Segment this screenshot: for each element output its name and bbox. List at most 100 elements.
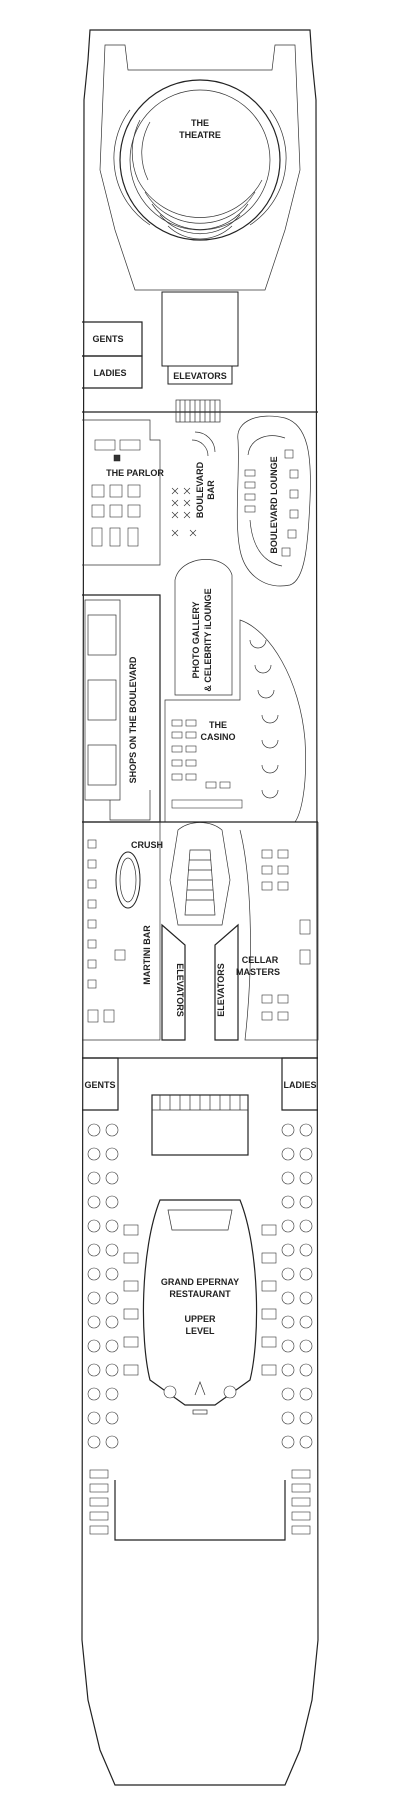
boulevard-bar-label-2: BAR xyxy=(206,480,216,500)
dining-table xyxy=(105,1291,119,1305)
dining-table xyxy=(89,1511,109,1521)
upper-level-label-2: LEVEL xyxy=(185,1326,215,1336)
gents-top-label: GENTS xyxy=(92,334,123,344)
dining-table xyxy=(87,1195,101,1209)
ship-hull xyxy=(81,29,319,1786)
the-parlor[interactable]: THE PARLOR xyxy=(82,419,164,566)
dining-table xyxy=(123,1224,139,1236)
ladies-bottom-label: LADIES xyxy=(283,1080,316,1090)
cellar-masters[interactable]: CELLAR MASTERS xyxy=(236,822,319,1041)
dining-table xyxy=(105,1339,119,1353)
dining-table xyxy=(291,1525,311,1535)
dining-table xyxy=(281,1219,295,1233)
dining-table xyxy=(299,1219,313,1233)
dining-table xyxy=(87,1243,101,1257)
dining-table xyxy=(89,1483,109,1493)
boulevard-bar[interactable]: BOULEVARD BAR xyxy=(171,461,216,537)
dining-table xyxy=(123,1308,139,1320)
dining-table xyxy=(299,1339,313,1353)
dining-table xyxy=(291,1497,311,1507)
dining-table xyxy=(299,1387,313,1401)
dining-table xyxy=(89,1525,109,1535)
cellar-masters-label-2: MASTERS xyxy=(236,967,280,977)
photo-gallery-ilounge[interactable]: PHOTO GALLERY & CELEBRITY iLOUNGE xyxy=(174,559,233,696)
the-casino[interactable]: THE CASINO xyxy=(164,619,306,823)
dining-table xyxy=(291,1469,311,1479)
dining-table xyxy=(281,1339,295,1353)
dining-table xyxy=(299,1147,313,1161)
dining-table xyxy=(261,1224,277,1236)
grand-epernay-restaurant[interactable]: GRAND EPERNAY RESTAURANT UPPER LEVEL xyxy=(142,1199,258,1415)
dining-table xyxy=(291,1483,311,1493)
dining-table xyxy=(299,1411,313,1425)
theatre-label-2: THEATRE xyxy=(179,130,221,140)
dining-table xyxy=(105,1267,119,1281)
shops-on-the-boulevard[interactable]: SHOPS ON THE BOULEVARD xyxy=(82,594,161,823)
dining-table xyxy=(261,1336,277,1348)
dining-table xyxy=(87,1315,101,1329)
ladies-top-label: LADIES xyxy=(93,368,126,378)
theatre-seating xyxy=(131,119,263,240)
dining-table xyxy=(299,1363,313,1377)
boulevard-lounge[interactable]: BOULEVARD LOUNGE xyxy=(236,415,311,587)
dining-table xyxy=(281,1363,295,1377)
dining-table xyxy=(89,1469,109,1479)
shops-label: SHOPS ON THE BOULEVARD xyxy=(128,656,138,783)
restaurant-landing xyxy=(151,1094,249,1156)
dining-table xyxy=(105,1363,119,1377)
dining-table xyxy=(87,1387,101,1401)
dining-tables xyxy=(87,1123,313,1535)
cellar-masters-label-1: CELLAR xyxy=(242,955,279,965)
dining-table xyxy=(299,1267,313,1281)
crush[interactable]: CRUSH xyxy=(115,840,163,909)
dining-table xyxy=(105,1195,119,1209)
crush-label: CRUSH xyxy=(131,840,163,850)
elevators-left-label: ELEVATORS xyxy=(175,963,185,1017)
parlor-label: THE PARLOR xyxy=(106,468,164,478)
dining-table xyxy=(89,1497,109,1507)
boulevard-lounge-label: BOULEVARD LOUNGE xyxy=(269,456,279,553)
dining-table xyxy=(87,1291,101,1305)
dining-table xyxy=(123,1364,139,1376)
restrooms-top: GENTS LADIES xyxy=(82,321,143,389)
dining-table xyxy=(299,1435,313,1449)
dining-table xyxy=(281,1243,295,1257)
dining-table xyxy=(281,1387,295,1401)
dining-table xyxy=(105,1171,119,1185)
dining-table xyxy=(281,1291,295,1305)
dining-table xyxy=(281,1267,295,1281)
upper-level-label-1: UPPER xyxy=(184,1314,216,1324)
dining-table xyxy=(281,1411,295,1425)
dining-table xyxy=(261,1252,277,1264)
dining-table xyxy=(299,1315,313,1329)
aft-section xyxy=(114,1480,286,1541)
martini-bar[interactable]: MARTINI BAR xyxy=(82,821,161,1041)
dining-table xyxy=(105,1243,119,1257)
restaurant-label-1: GRAND EPERNAY xyxy=(161,1277,239,1287)
casino-label-1: THE xyxy=(209,720,227,730)
dining-table xyxy=(281,1315,295,1329)
photo-gallery-label-2: & CELEBRITY iLOUNGE xyxy=(203,588,213,691)
elevators-center[interactable]: ELEVATORS ELEVATORS xyxy=(161,822,239,1041)
dining-table xyxy=(87,1147,101,1161)
dining-table xyxy=(123,1336,139,1348)
gents-bottom-label: GENTS xyxy=(84,1080,115,1090)
dining-table xyxy=(105,1387,119,1401)
dining-table xyxy=(87,1339,101,1353)
casino-label-2: CASINO xyxy=(200,732,235,742)
theatre[interactable]: THE THEATRE xyxy=(99,44,301,291)
restaurant-label-2: RESTAURANT xyxy=(169,1289,231,1299)
elevators-right-label: ELEVATORS xyxy=(216,963,226,1017)
dining-table xyxy=(163,1385,177,1399)
dining-table xyxy=(87,1219,101,1233)
dining-table xyxy=(281,1195,295,1209)
dining-table xyxy=(87,1435,101,1449)
dining-table xyxy=(87,1123,101,1137)
dining-table xyxy=(105,1147,119,1161)
elevators-top-label: ELEVATORS xyxy=(173,371,227,381)
dining-table xyxy=(105,1411,119,1425)
boulevard-bar-label-1: BOULEVARD xyxy=(195,461,205,518)
elevators-top[interactable]: ELEVATORS xyxy=(161,291,239,385)
dining-table xyxy=(281,1171,295,1185)
